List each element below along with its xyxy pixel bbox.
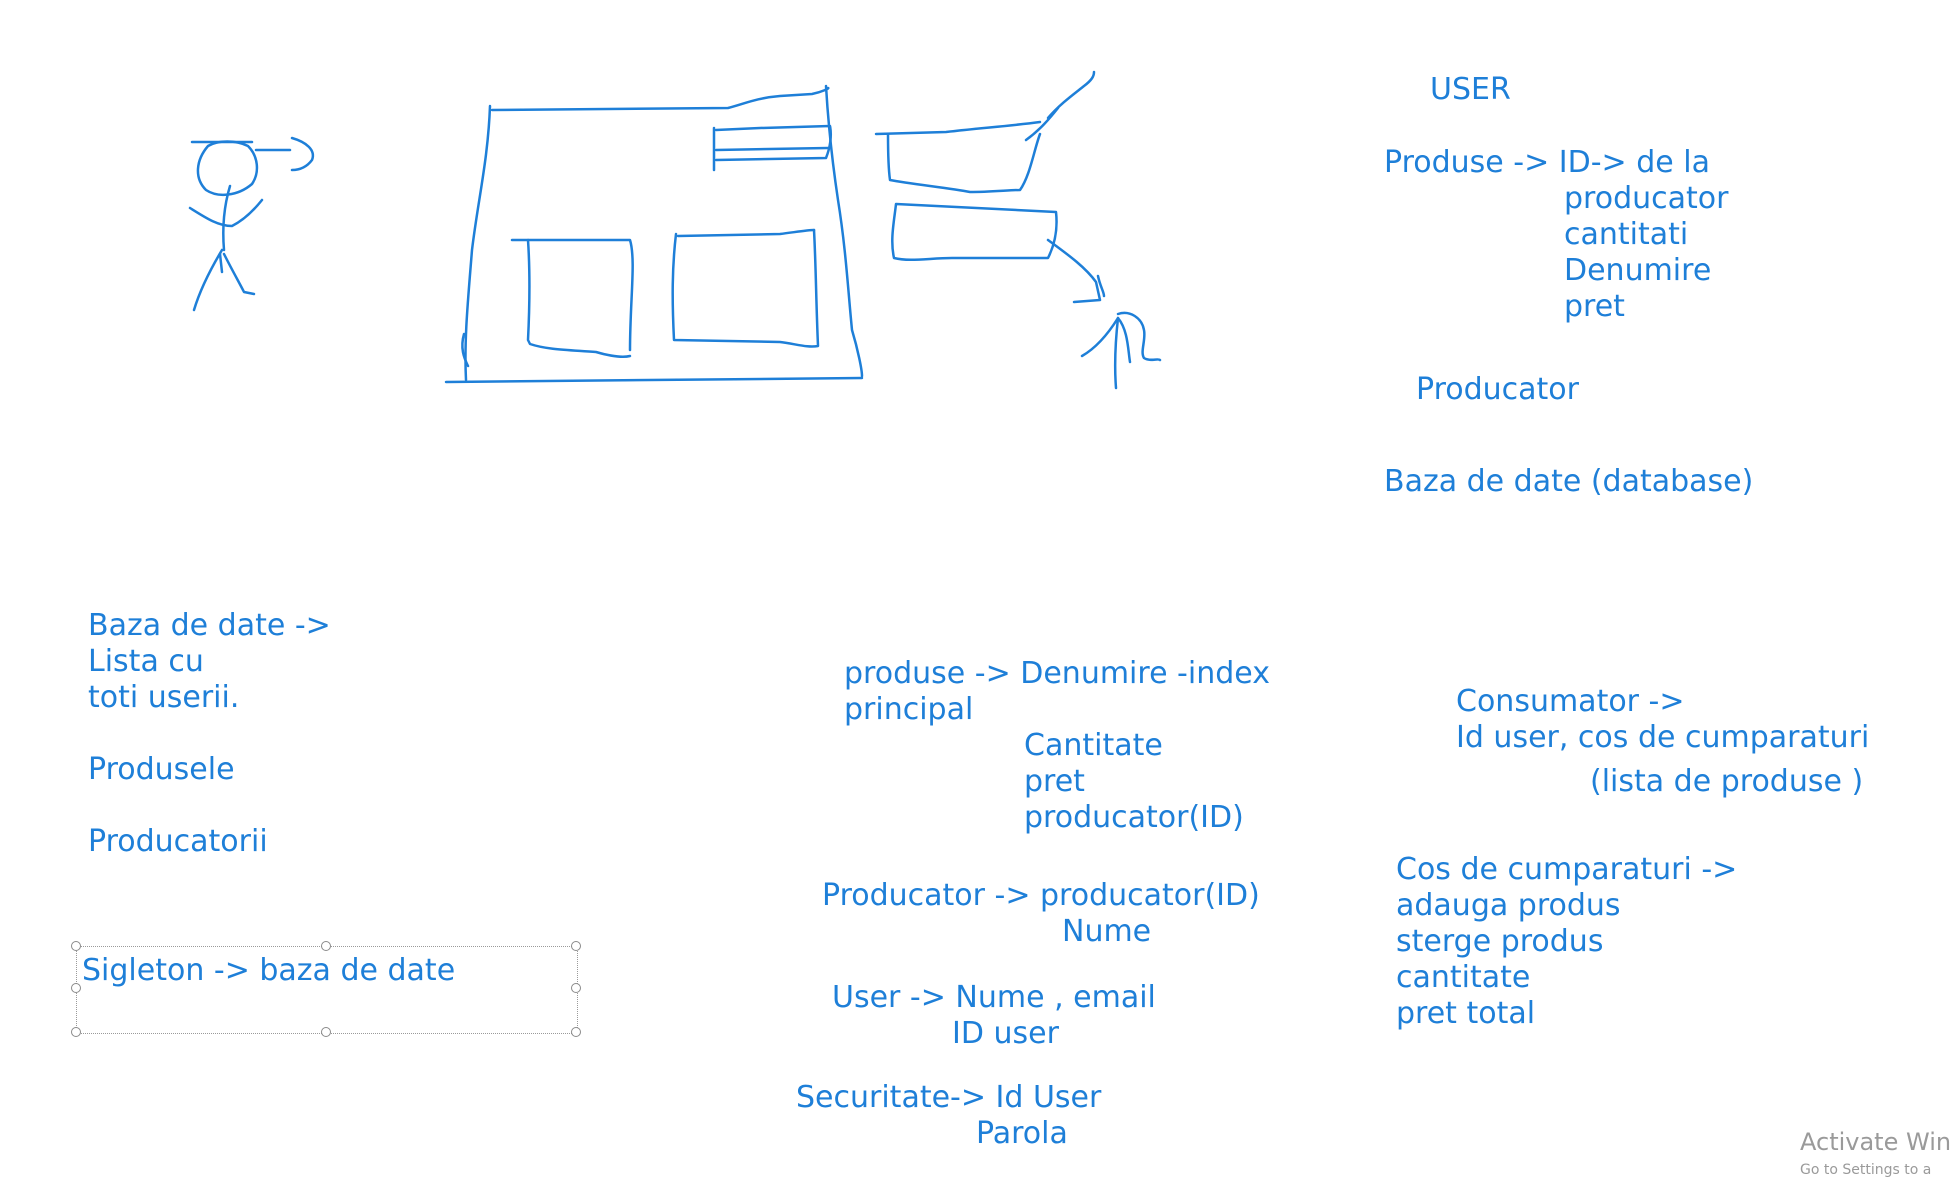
cos-line-2: adauga produs [1396, 888, 1621, 923]
consumator-line-2: Id user, cos de cumparaturi [1456, 720, 1870, 755]
resize-handle-mr[interactable] [571, 983, 581, 993]
cos-line-1: Cos de cumparaturi -> [1396, 852, 1738, 887]
activate-windows-watermark: Activate Wind [1800, 1128, 1952, 1156]
baza-line-2: Lista cu [88, 644, 204, 679]
consumator-line-3: (lista de produse ) [1590, 764, 1864, 799]
resize-handle-tm[interactable] [321, 941, 331, 951]
resize-handle-ml[interactable] [71, 983, 81, 993]
database-label: Baza de date (database) [1384, 464, 1754, 499]
cos-line-3: sterge produs [1396, 924, 1604, 959]
baza-line-1: Baza de date -> [88, 608, 331, 643]
producator-detail-line-1: Producator -> producator(ID) [822, 878, 1260, 913]
produse-line-4: Denumire [1564, 253, 1712, 288]
produse-detail-line-3: Cantitate [1024, 728, 1163, 763]
baza-line-7: Producatorii [88, 824, 268, 859]
cos-line-5: pret total [1396, 996, 1536, 1031]
produse-line-2: producator [1564, 181, 1729, 216]
producator-label: Producator [1416, 372, 1579, 407]
securitate-line-2: Parola [976, 1116, 1068, 1151]
resize-handle-tl[interactable] [71, 941, 81, 951]
resize-handle-tr[interactable] [571, 941, 581, 951]
user-detail-line-2: ID user [952, 1016, 1059, 1051]
cart-icon [874, 70, 1106, 304]
baza-line-5: Produsele [88, 752, 235, 787]
securitate-line-1: Securitate-> Id User [796, 1080, 1102, 1115]
cos-line-4: cantitate [1396, 960, 1531, 995]
consumator-line-1: Consumator -> [1456, 684, 1685, 719]
singleton-text[interactable]: Sigleton -> baza de date [82, 953, 456, 988]
user-title: USER [1430, 72, 1511, 107]
activate-windows-subtitle: Go to Settings to a [1800, 1162, 1932, 1178]
stick-figure-icon [188, 136, 315, 312]
produse-line-3: cantitati [1564, 217, 1689, 252]
resize-handle-bm[interactable] [321, 1027, 331, 1037]
produse-detail-line-2: principal [844, 692, 974, 727]
user-detail-line-1: User -> Nume , email [832, 980, 1156, 1015]
resize-handle-bl[interactable] [71, 1027, 81, 1037]
produse-line-5: pret [1564, 289, 1625, 324]
store-building-icon [444, 84, 864, 384]
produse-line-1: Produse -> ID-> de la [1384, 145, 1710, 180]
produse-detail-line-5: producator(ID) [1024, 800, 1244, 835]
resize-handle-br[interactable] [571, 1027, 581, 1037]
baza-line-3: toti userii. [88, 680, 240, 715]
produse-detail-line-1: produse -> Denumire -index [844, 656, 1270, 691]
produse-detail-line-4: pret [1024, 764, 1085, 799]
producator-detail-line-2: Nume [1062, 914, 1152, 949]
person-icon [1080, 311, 1162, 390]
